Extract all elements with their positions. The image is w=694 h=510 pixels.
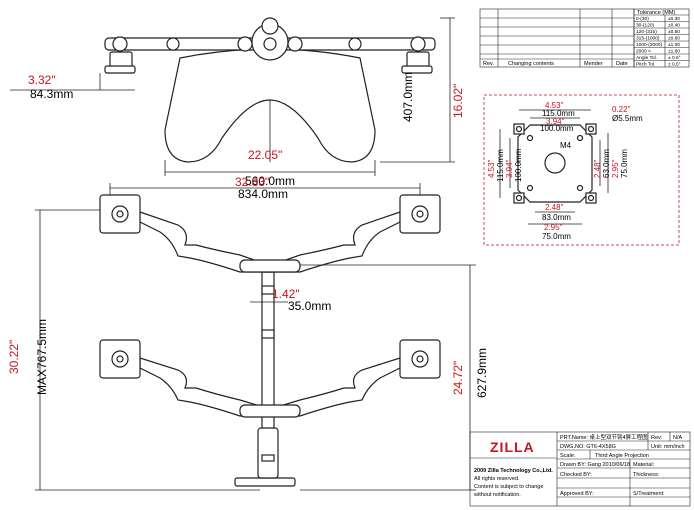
vesa-w-inner-in-visible: 3.94": [546, 117, 565, 126]
tolerance-range: 30-(120): [636, 23, 655, 29]
drawn-by: Drawn BY: Gang 2010/06/18: [560, 462, 630, 468]
notice-line-1: Content is subject to change: [474, 484, 543, 490]
clamp-mm-label: 84.3mm: [30, 87, 73, 101]
tolerance-value: ±0.30: [668, 16, 680, 22]
tolerance-range: 2000 <: [636, 49, 651, 55]
thickness-label: Thickness:: [633, 472, 660, 478]
tolerance-title: Tolerance (MM): [637, 10, 675, 16]
top-height-in-label: 16.02": [451, 84, 465, 118]
tolerance-value: ± 0.5°: [668, 62, 681, 68]
lower-height-mm-label: 627.9mm: [475, 348, 489, 398]
vesa-h-inner-in: 3.94": [505, 159, 514, 178]
tolerance-range: 1000-(2000): [636, 42, 663, 48]
projection-label: Third Angle Projection: [595, 453, 649, 459]
vesa-r-in-a: 2.48": [593, 159, 602, 178]
span-mm-label: 834.0mm: [238, 187, 288, 201]
changing-header: Changing contents: [508, 61, 554, 67]
top-width-in-label: 22.05": [248, 148, 282, 162]
tolerance-table: Tolerance (MM) 0-(30) ±0.30 30-(120) ±0.40 1…: [633, 8, 690, 68]
tolerance-range: Angle Tol.: [636, 55, 657, 61]
revision-table: Rev. Changing contents Mender Date: [479, 8, 635, 68]
vesa-b-in-b: 2.95": [544, 223, 563, 232]
drawing-number: DWG.NO: GT6-4X58G: [560, 444, 616, 450]
tolerance-value: ±0.60: [668, 36, 680, 42]
front-view: [35, 183, 476, 491]
mender-header: Mender: [584, 61, 603, 67]
tolerance-range: 315-(1000): [636, 36, 660, 42]
vesa-hole-in: 0.22": [612, 105, 631, 114]
vesa-hole-mm: Ø5.5mm: [612, 114, 643, 123]
top-width-mm-label: 560.0mm: [245, 174, 295, 188]
vesa-b-in-a: 2.48": [545, 203, 564, 212]
tolerance-range: 0-(30): [636, 16, 649, 22]
vesa-w-inner-mm: 100.0mm: [540, 124, 574, 133]
tolerance-value: ±0.40: [668, 23, 680, 29]
lower-height-in-label: 24.72": [451, 361, 465, 395]
scale-label: Scale:: [560, 453, 576, 459]
pole-in-label: 1.42": [272, 287, 300, 301]
vesa-w-outer-in: 4.53": [545, 101, 564, 110]
vesa-h-inner-mm: 100.0mm: [514, 148, 523, 182]
vesa-detail: [483, 94, 680, 246]
vesa-h-outer-in: 4.53": [487, 159, 496, 178]
tolerance-value: ±0.50: [668, 29, 680, 35]
top-height-mm-label: 407.0mm: [401, 72, 415, 122]
notice-line-2: without notification.: [473, 492, 521, 498]
vesa-h-outer-mm: 115.0mm: [496, 149, 505, 182]
tolerance-value: ±1.60: [668, 49, 680, 55]
max-height-in-label: 30.22": [7, 340, 21, 374]
max-height-mm-label: MAX767.5mm: [35, 319, 49, 395]
rev-header: Rev.: [483, 61, 494, 67]
rights-text: All rights reserved.: [474, 476, 520, 482]
tolerance-value: ±1.00: [668, 42, 680, 48]
vesa-b-mm-b: 75.0mm: [542, 232, 571, 241]
top-dimension-lines: [10, 17, 455, 176]
rev-label: Rev:: [651, 435, 663, 441]
date-header: Date: [616, 61, 628, 67]
company-logo: ZILLA: [490, 439, 535, 455]
vesa-w-outer-mm: 115.0mm: [542, 109, 575, 118]
part-name: PRT.Name: 桌上型双节臂4屏工程图: [560, 433, 648, 441]
material-label: Material:: [633, 462, 655, 468]
span-in-label: 32.83": [235, 175, 269, 189]
rev-value: N/A: [673, 435, 683, 441]
approved-by: Approved BY:: [560, 491, 594, 497]
tolerance-range: 120-(315): [636, 29, 657, 35]
vesa-r-mm-a: 63.0mm: [602, 149, 611, 178]
vesa-r-in-b: 2.95": [611, 159, 620, 178]
tolerance-value: ± 0.5°: [668, 55, 681, 61]
checked-by: Checked BY:: [560, 472, 592, 478]
clamp-in-label: 3.32": [28, 73, 56, 87]
vesa-screw: M4: [560, 141, 572, 150]
tolerance-range: Pitch Tol.: [636, 62, 655, 68]
vesa-r-mm-b: 75.0mm: [620, 149, 629, 178]
pole-mm-label: 35.0mm: [288, 299, 331, 313]
vesa-b-mm-a: 83.0mm: [542, 213, 571, 222]
unit-label: Unit: mm/inch: [651, 444, 685, 450]
top-view: [104, 17, 436, 163]
copyright-text: 2009 Zilla Technology Co.,Ltd.: [474, 468, 553, 474]
title-block: [469, 431, 691, 507]
treatment-label: S/Treatment:: [633, 491, 665, 497]
